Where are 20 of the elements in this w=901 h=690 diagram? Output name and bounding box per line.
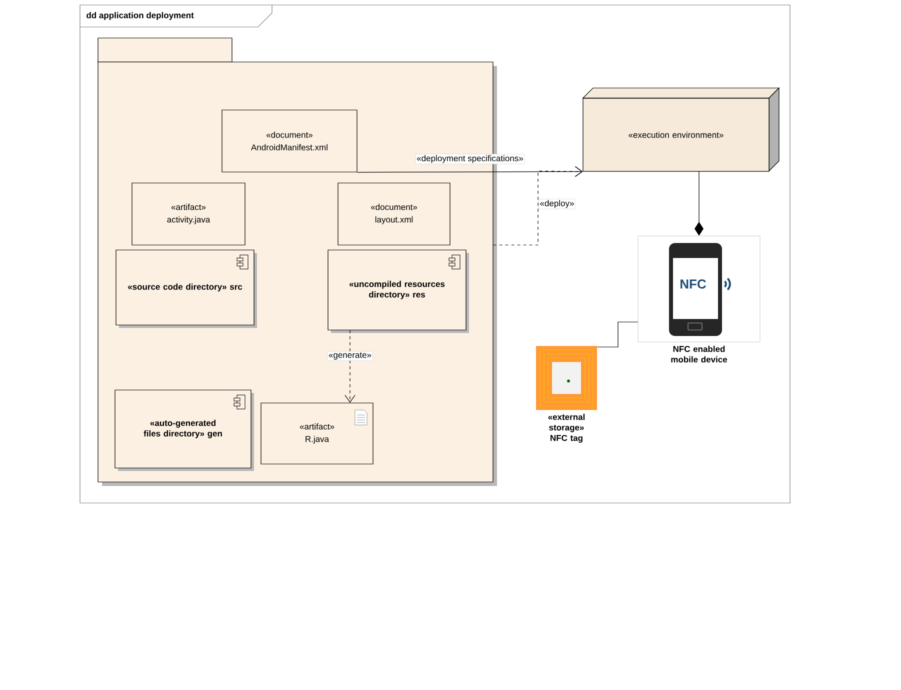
artifact-box: «document» AndroidManifest.xml (222, 110, 358, 172)
artifact-box: «document» layout.xml (338, 182, 450, 246)
component-box: «uncompiled resources directory» res (328, 250, 469, 333)
phone-drawing: NFC (638, 236, 760, 342)
component-box: «auto-generated files directory» gen (114, 390, 254, 471)
edge-label: «generate» (327, 351, 373, 361)
connector (596, 322, 638, 348)
node-label: NFC enabled mobile device (671, 346, 728, 362)
nfc-tag-drawing (536, 346, 597, 410)
artifact-box: «artifact» activity.java (132, 182, 246, 246)
component-box: «source code directory» src (116, 250, 257, 328)
arrow (344, 330, 356, 403)
edge-label: «deployment specifications» (415, 154, 525, 164)
arrow (357, 166, 583, 177)
connector (694, 171, 704, 236)
frame-title: dd application deployment (80, 4, 272, 28)
edge-label: «deploy» (538, 198, 576, 210)
arrow (493, 166, 583, 246)
artifact-box: «artifact» R.java (260, 402, 374, 464)
node-label: «external storage» NFC tag (548, 414, 585, 443)
